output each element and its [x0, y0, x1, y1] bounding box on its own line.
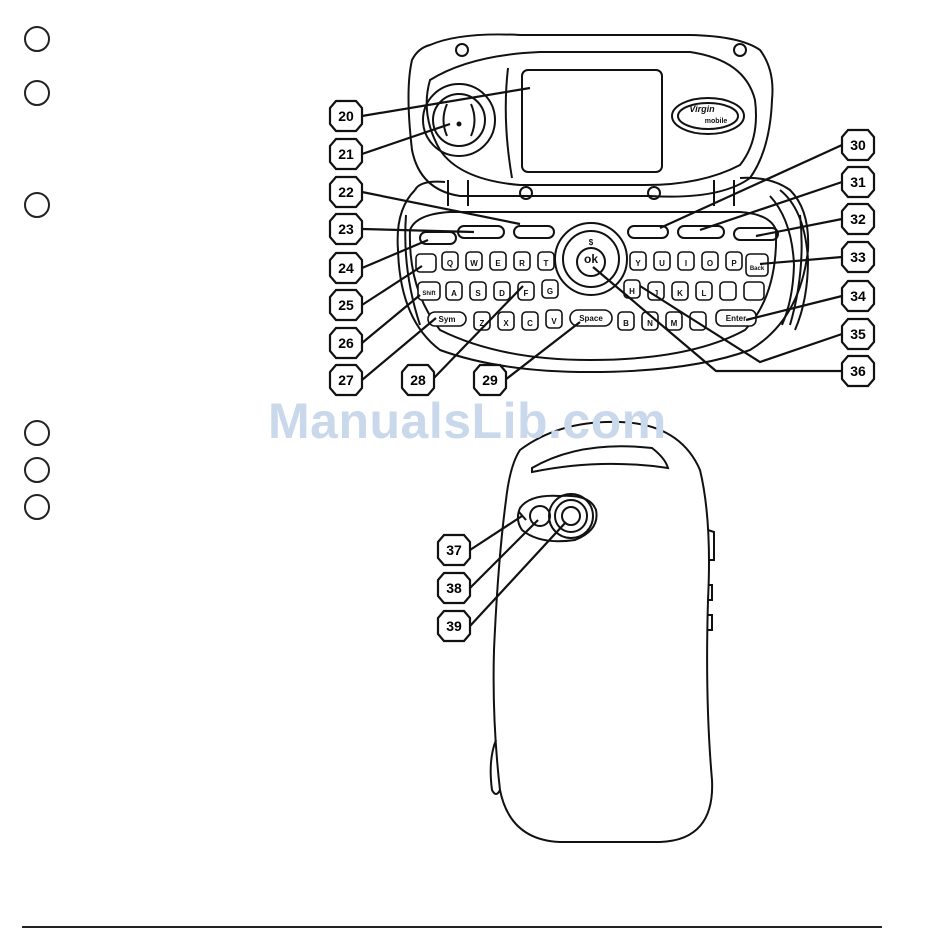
svg-text:21: 21 [338, 146, 354, 162]
svg-text:22: 22 [338, 184, 354, 200]
svg-text:34: 34 [850, 288, 866, 304]
key-back: Back [750, 266, 765, 272]
key-sym: Sym [439, 315, 456, 324]
callout-20: 20 [330, 101, 362, 131]
key-w: W [470, 259, 478, 268]
svg-text:26: 26 [338, 335, 354, 351]
callout-26: 26 [330, 328, 362, 358]
key-r: R [519, 259, 525, 268]
svg-text:33: 33 [850, 249, 866, 265]
svg-text:25: 25 [338, 297, 354, 313]
key-g: G [547, 287, 553, 296]
svg-text:31: 31 [850, 174, 866, 190]
svg-text:37: 37 [446, 542, 462, 558]
callout-31: 31 [842, 167, 874, 197]
callout-28: 28 [402, 365, 434, 395]
key-ok: ok [584, 252, 598, 266]
key-k: K [677, 289, 683, 298]
key-h: H [629, 287, 635, 296]
phone-back [491, 422, 714, 842]
callout-29: 29 [474, 365, 506, 395]
callout-27: 27 [330, 365, 362, 395]
svg-text:38: 38 [446, 580, 462, 596]
key-space: Space [579, 314, 603, 323]
callout-32: 32 [842, 204, 874, 234]
svg-text:24: 24 [338, 260, 354, 276]
svg-text:35: 35 [850, 326, 866, 342]
key-enter: Enter [726, 314, 746, 323]
key-e: E [495, 259, 501, 268]
key-c: C [527, 319, 533, 328]
key-i: I [685, 259, 687, 268]
callout-30: 30 [842, 130, 874, 160]
key-o: O [707, 259, 713, 268]
key-p: P [731, 259, 737, 268]
callout-23: 23 [330, 214, 362, 244]
key-n: N [647, 319, 653, 328]
svg-text:29: 29 [482, 372, 498, 388]
callout-35: 35 [842, 319, 874, 349]
key-l: L [702, 289, 707, 298]
leader-lines-back [470, 516, 566, 626]
logo-brand: Virgin [689, 104, 715, 114]
keyboard-row-2 [418, 280, 764, 300]
svg-text:30: 30 [850, 137, 866, 153]
key-dollar: $ [589, 238, 594, 247]
key-shift: Shift [422, 291, 435, 297]
key-b: B [623, 319, 629, 328]
watermark: ManualsLib.com [268, 392, 667, 450]
callout-33: 33 [842, 242, 874, 272]
callout-22: 22 [330, 177, 362, 207]
svg-text:28: 28 [410, 372, 426, 388]
svg-text:32: 32 [850, 211, 866, 227]
callout-37: 37 [438, 535, 470, 565]
callout-38: 38 [438, 573, 470, 603]
key-f: F [524, 289, 529, 298]
svg-text:36: 36 [850, 363, 866, 379]
callout-39: 39 [438, 611, 470, 641]
key-u: U [659, 259, 665, 268]
svg-text:27: 27 [338, 372, 354, 388]
callout-21: 21 [330, 139, 362, 169]
callout-36: 36 [842, 356, 874, 386]
key-s: S [475, 289, 481, 298]
key-v: V [551, 317, 557, 326]
key-y: Y [635, 259, 641, 268]
logo-sub: mobile [705, 118, 728, 125]
svg-text:20: 20 [338, 108, 354, 124]
svg-text:39: 39 [446, 618, 462, 634]
key-m: M [671, 319, 678, 328]
callout-25: 25 [330, 290, 362, 320]
callout-34: 34 [842, 281, 874, 311]
key-a: A [451, 289, 457, 298]
key-q: Q [447, 259, 453, 268]
svg-text:23: 23 [338, 221, 354, 237]
callout-24: 24 [330, 253, 362, 283]
key-t: T [544, 259, 549, 268]
key-x: X [503, 319, 509, 328]
footer-rule [22, 926, 882, 928]
key-d: D [499, 289, 505, 298]
